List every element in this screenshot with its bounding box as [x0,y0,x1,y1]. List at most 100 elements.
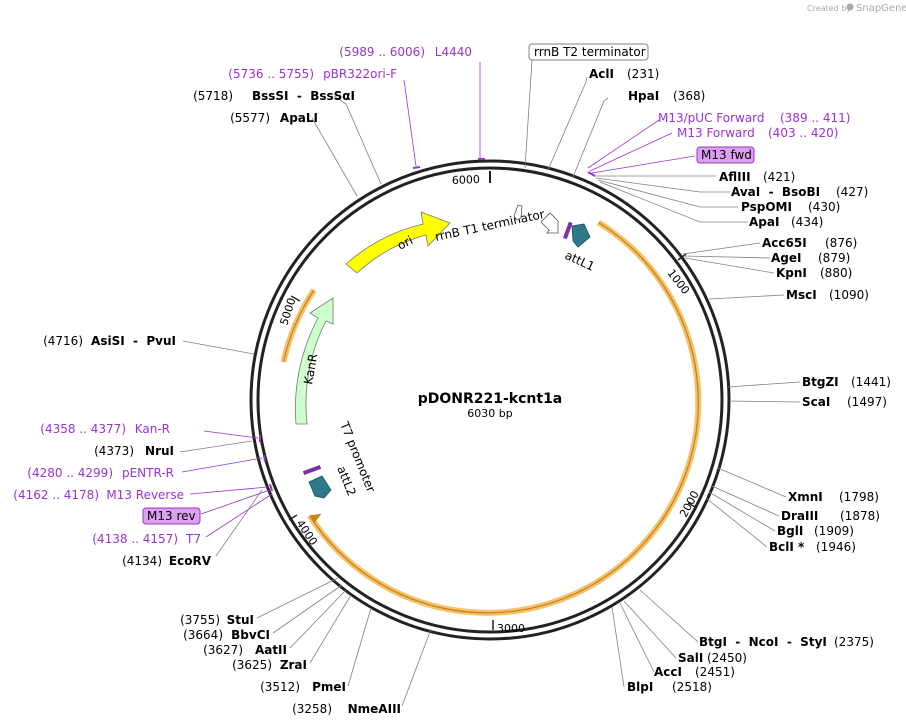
primer-name: Kan-R [135,422,170,436]
leader-lines-left [179,59,533,707]
primer-name: M13 Forward [677,126,755,140]
site-position: (3258) [292,702,332,716]
rrnb-t1-label: rrnB T1 terminator [434,207,546,244]
tick-6000: 6000 [452,173,480,187]
site-name: DraIII [781,509,818,523]
primer-range: (4162 .. 4178) [13,488,99,502]
site-name: EcoRV [169,554,212,568]
attl2-feature[interactable] [308,475,332,499]
site-position: (2450) [707,651,747,665]
primer-range: (389 .. 411) [780,111,850,125]
site-name: AflIII [719,170,751,184]
site-position: (879) [818,251,850,265]
site-position: (3627) [203,643,243,657]
site-name: AvaI - BsoBI [731,185,820,199]
site-name: BlpI [627,680,653,694]
site-name: KpnI [776,266,807,280]
sites-right: AclI (231) HpaI (368) AflIII (421) AvaI … [589,67,891,694]
site-position: (3755) [180,613,220,627]
site-position: (2518) [672,680,712,694]
rrnb-t2-feature[interactable] [513,204,523,221]
site-name: BclI * [769,540,805,554]
attl1-feature[interactable] [571,223,591,248]
rrnb-t2-box [528,43,649,61]
site-position: (421) [763,170,795,184]
kanr-feature[interactable] [295,297,334,425]
primer-range: (4358 .. 4377) [40,422,126,436]
plasmid-length: 6030 bp [467,407,512,420]
primer-name: L4440 [435,45,472,59]
site-name: BssSI - BssSαI [252,89,355,103]
backbone-outer [249,159,731,641]
insert-arc-core [309,221,699,614]
primer-range: (403 .. 420) [768,126,838,140]
site-position: (5577) [230,111,270,125]
site-position: (4134) [122,554,162,568]
primer-range: (5989 .. 6006) [339,45,425,59]
site-position: (2451) [695,665,735,679]
site-name: BtgZI [802,375,839,389]
m13-rev-label: M13 rev [147,509,196,523]
site-position: (1497) [847,395,887,409]
backbone-inner [256,166,724,634]
site-position: (3625) [232,658,272,672]
site-name: BtgI - NcoI - StyI [699,635,827,649]
insert-arc-left-core [282,289,315,363]
site-name: ApaLI [280,111,318,125]
m13-rev-box[interactable] [142,507,201,525]
sites-left: (5718) BssSI - BssSαI (5577) ApaLI (4716… [43,89,401,716]
site-name: ZraI [280,658,307,672]
site-name: Acc65I [762,236,807,250]
m13-fwd-box[interactable] [696,146,755,164]
primer-range: (4280 .. 4299) [27,466,113,480]
site-position: (1909) [814,524,854,538]
attl1-label: attL1 [563,248,597,274]
site-name: AsiSI - PvuI [91,334,176,348]
site-name: MscI [786,288,817,302]
site-position: (5718) [193,89,233,103]
site-name: XmnI [788,490,823,504]
site-name: PspOMI [741,200,792,214]
insert-arrow-icon [309,513,322,523]
leader-lines-right [547,76,801,688]
credit-text: Created by [807,4,851,13]
primer-leaders [181,62,696,538]
site-name: NruI [145,444,174,458]
site-name: BglI [777,524,803,538]
m13-fwd-label: M13 fwd [701,148,752,162]
ori-feature[interactable] [345,211,451,274]
site-name: NmeAIII [348,702,401,716]
site-position: (434) [791,215,823,229]
site-name: StuI [227,613,254,627]
attl1-primer-mark [563,221,573,240]
site-position: (231) [627,67,659,81]
site-position: (4373) [94,444,134,458]
site-name: PmeI [312,680,346,694]
site-position: (2375) [834,635,874,649]
site-position: (3512) [260,680,300,694]
primer-name: M13/pUC Forward [658,111,765,125]
primer-name: M13 Reverse [106,488,184,502]
site-position: (1798) [839,490,879,504]
site-position: (368) [673,89,705,103]
site-name: AccI [654,665,682,679]
rrnb-t2-label: rrnB T2 terminator [534,45,646,59]
primer-range: (5736 .. 5755) [228,67,314,81]
site-position: (1090) [829,288,869,302]
site-position: (880) [820,266,852,280]
site-name: ScaI [802,395,830,409]
site-name: AatII [255,643,287,657]
plasmid-name: pDONR221-kcnt1a [418,391,563,407]
primer-marks [259,158,596,492]
site-name: AgeI [771,251,801,265]
primer-range: (4138 .. 4157) [92,532,178,546]
site-name: ApaI [749,215,779,229]
primer-name: pBR322ori-F [323,67,397,81]
primer-labels: M13/pUC Forward (389 .. 411) M13 Forward… [13,45,850,546]
tick-3000: 3000 [497,622,525,635]
site-position: (1441) [851,375,891,389]
site-position: (1878) [840,509,880,523]
rrnb-t1-feature[interactable] [540,212,559,234]
site-position: (3664) [183,628,223,642]
